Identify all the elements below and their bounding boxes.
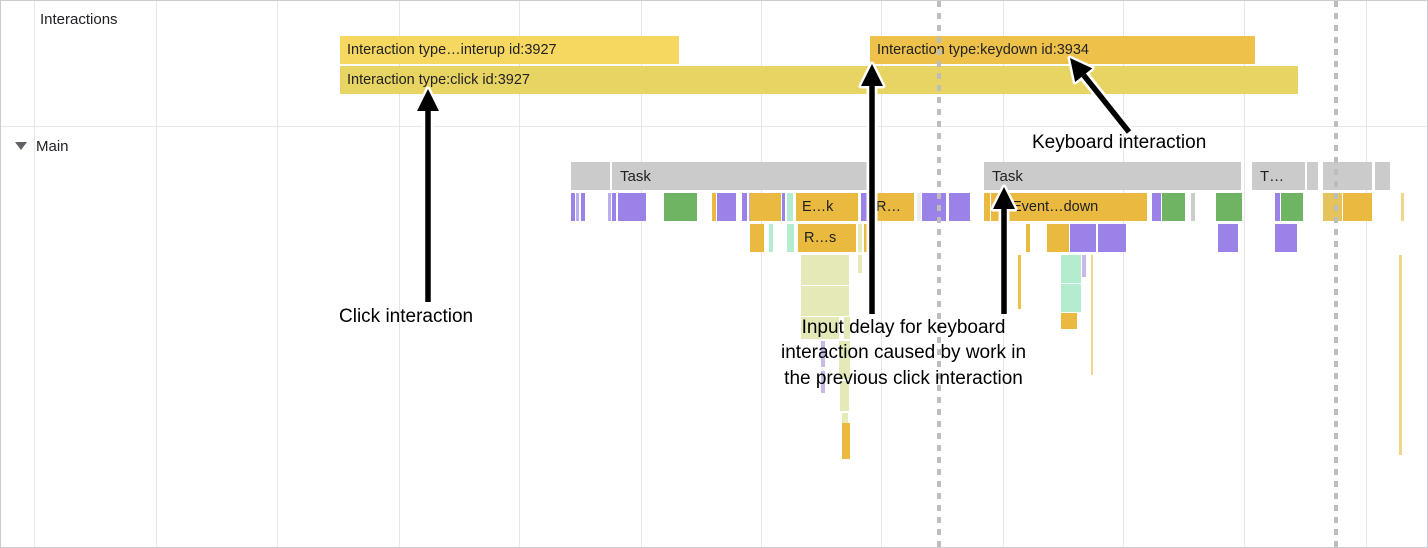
gridline-11	[1366, 1, 1367, 547]
gridline-2	[277, 1, 278, 547]
flame-block[interactable]	[842, 423, 850, 459]
flame-block[interactable]	[840, 381, 849, 411]
annotation-keyboard-interaction: Keyboard interaction	[1032, 132, 1207, 153]
marker-line[interactable]	[937, 1, 941, 547]
flame-block[interactable]	[858, 255, 862, 273]
flame-block[interactable]	[801, 286, 849, 316]
flame-block[interactable]	[1018, 255, 1021, 309]
flame-block[interactable]	[1343, 193, 1372, 221]
interaction-bar[interactable]: Interaction type:click id:3927	[340, 66, 1298, 94]
flame-block[interactable]	[1216, 193, 1242, 221]
flame-block[interactable]	[717, 193, 736, 221]
annotation-input-delay: Input delay for keyboard interaction cau…	[781, 317, 1027, 389]
gridline-5	[641, 1, 642, 547]
flame-block[interactable]	[1047, 224, 1069, 252]
flame-block[interactable]	[571, 193, 575, 221]
task-block[interactable]	[1323, 162, 1373, 190]
flame-block[interactable]	[664, 193, 697, 221]
flame-block[interactable]	[821, 341, 825, 367]
task-block[interactable]	[1307, 162, 1319, 190]
flame-block[interactable]	[858, 224, 862, 252]
flame-block[interactable]	[922, 193, 946, 221]
flame-block[interactable]	[1275, 193, 1280, 221]
event-block[interactable]: R…	[870, 193, 914, 221]
flame-block[interactable]	[1275, 224, 1297, 252]
flame-block[interactable]	[1026, 224, 1030, 252]
task-block[interactable]: Task	[612, 162, 874, 190]
track-label-main[interactable]: Main	[36, 138, 69, 155]
flame-block[interactable]	[1091, 255, 1093, 375]
flame-block[interactable]	[753, 193, 779, 221]
interaction-bar[interactable]: Interaction type…interup id:3927	[340, 36, 679, 64]
flame-block[interactable]	[1218, 224, 1238, 252]
flame-block[interactable]	[1061, 284, 1081, 312]
track-label-interactions: Interactions	[40, 11, 118, 28]
flame-block[interactable]	[1191, 193, 1195, 221]
flame-block[interactable]	[750, 224, 764, 252]
flame-block[interactable]	[839, 341, 850, 379]
chevron-down-icon[interactable]	[15, 142, 27, 150]
flame-block[interactable]	[821, 371, 825, 393]
task-block[interactable]	[1382, 162, 1391, 190]
flame-block[interactable]	[949, 193, 970, 221]
flame-block[interactable]	[787, 224, 794, 252]
flame-block[interactable]	[1061, 255, 1081, 283]
gridline-0	[34, 1, 35, 547]
flame-block[interactable]	[1323, 193, 1342, 221]
flame-block[interactable]	[917, 193, 921, 221]
flame-block[interactable]	[1281, 193, 1303, 221]
flame-block[interactable]	[787, 193, 793, 221]
interaction-bar[interactable]: Interaction type:keydown id:3934	[870, 36, 1255, 64]
gridline-3	[399, 1, 400, 547]
marker-line[interactable]	[1334, 1, 1338, 547]
flame-block[interactable]	[801, 317, 839, 339]
flame-block[interactable]	[1399, 255, 1402, 455]
flame-block[interactable]	[801, 255, 849, 285]
flame-block[interactable]	[991, 193, 1003, 221]
flame-block[interactable]	[1098, 224, 1126, 252]
flame-block[interactable]	[769, 224, 773, 252]
flame-block[interactable]	[1070, 224, 1096, 252]
click-arrow	[414, 86, 442, 302]
task-block[interactable]	[571, 162, 611, 190]
annotation-click-interaction: Click interaction	[339, 306, 474, 327]
flame-block[interactable]	[984, 193, 990, 221]
gridline-9	[1123, 1, 1124, 547]
flame-block[interactable]	[864, 224, 869, 252]
task-block[interactable]: Task	[984, 162, 1242, 190]
flame-block[interactable]	[576, 193, 579, 221]
gridline-7	[881, 1, 882, 547]
flame-block[interactable]	[742, 193, 747, 221]
flame-block[interactable]	[861, 193, 867, 221]
flame-block[interactable]	[612, 193, 616, 221]
flame-block[interactable]	[1061, 313, 1077, 329]
gridline-4	[519, 1, 520, 547]
event-block[interactable]: E…k	[796, 193, 858, 221]
flame-block[interactable]	[618, 193, 646, 221]
event-block[interactable]: Event…down	[1006, 193, 1147, 221]
gridline-6	[761, 1, 762, 547]
event-block[interactable]: R…s	[798, 224, 856, 252]
flame-block[interactable]	[608, 193, 611, 221]
flame-block[interactable]	[1082, 255, 1086, 277]
gridline-10	[1244, 1, 1245, 547]
flame-block[interactable]	[844, 317, 850, 339]
flame-block[interactable]	[1152, 193, 1161, 221]
task-block[interactable]: T…	[1252, 162, 1306, 190]
flame-block[interactable]	[1162, 193, 1185, 221]
gridline-1	[156, 1, 157, 547]
flame-block[interactable]	[581, 193, 585, 221]
track-separator	[1, 126, 1427, 127]
flame-block[interactable]	[712, 193, 716, 221]
flame-block[interactable]	[782, 193, 785, 221]
flame-block[interactable]	[1401, 193, 1404, 221]
